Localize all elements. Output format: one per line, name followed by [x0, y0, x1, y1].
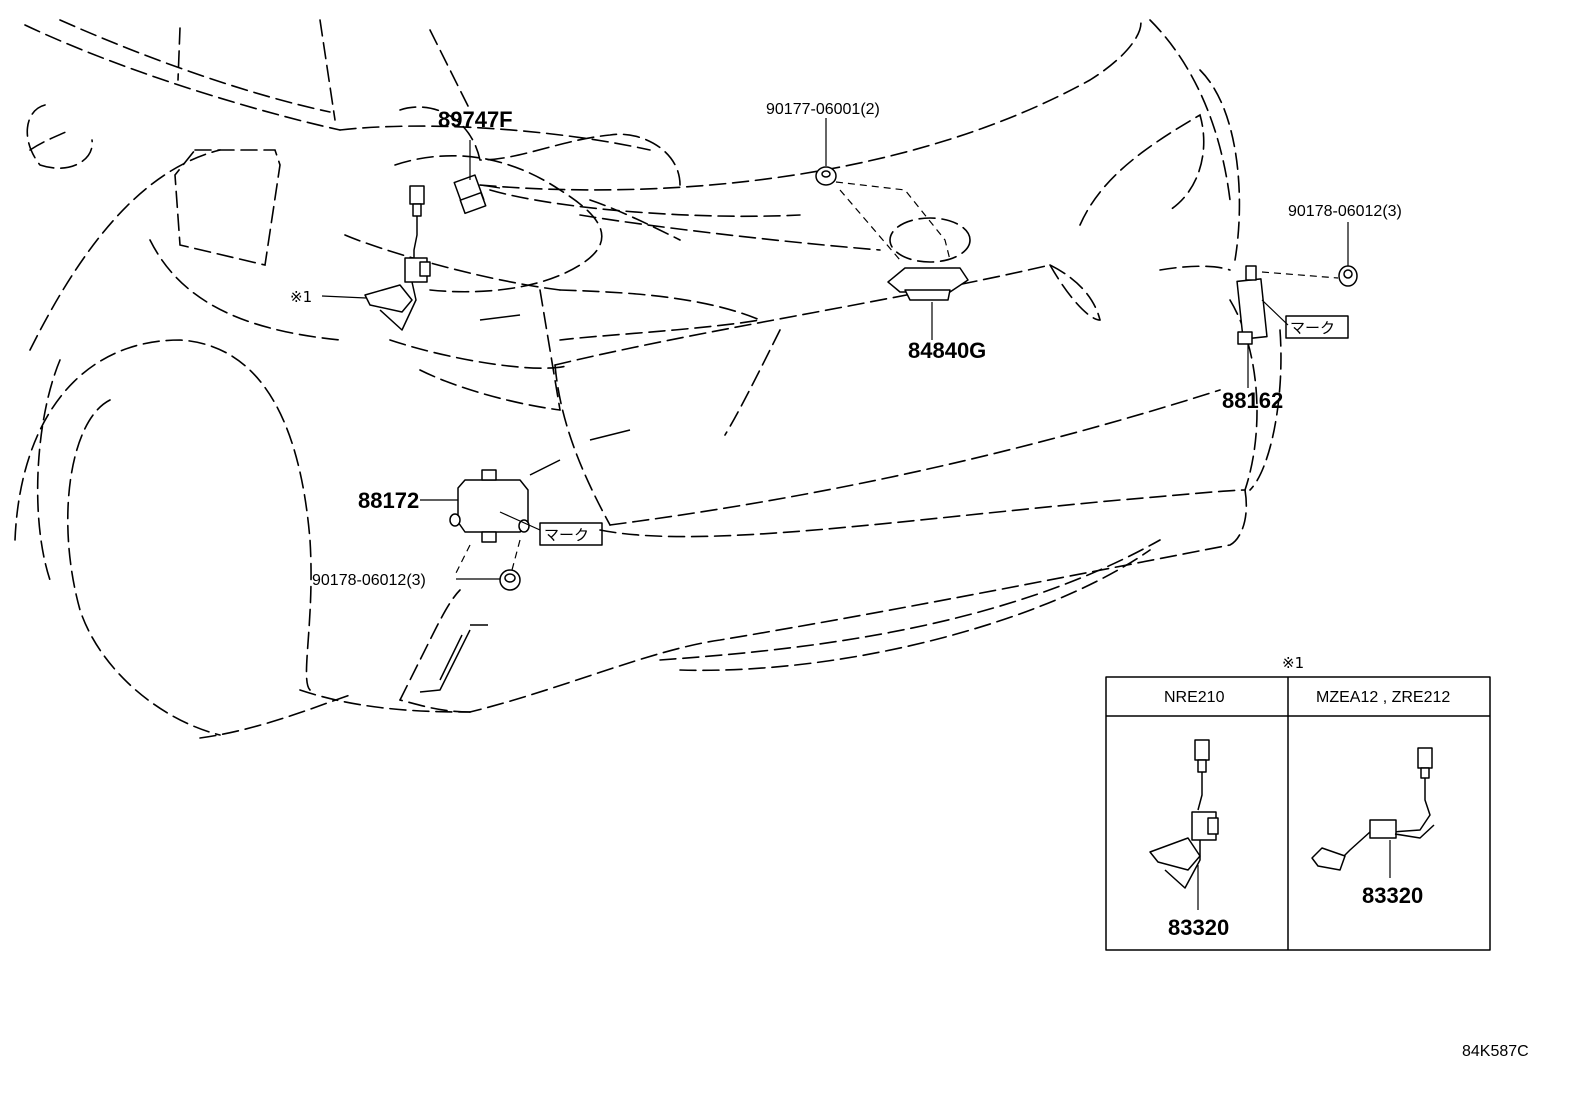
- inset-col1-head: NRE210: [1164, 689, 1225, 706]
- diagram-code: 84K587C: [1462, 1043, 1529, 1060]
- mark-box-left: [539, 522, 603, 546]
- label-ref1-note: ※1: [290, 288, 312, 306]
- harness-ref1-drawing: [321, 185, 431, 331]
- label-90178-06012-left: 90178-06012(3): [312, 572, 426, 589]
- part-84840G-drawing: [887, 217, 971, 340]
- label-84840G: 84840G: [908, 338, 986, 363]
- label-90177-06001: 90177-06001(2): [766, 101, 880, 118]
- part-90177-clip-drawing: [815, 118, 951, 261]
- mark-label-right: マーク: [1290, 319, 1335, 337]
- label-90178-06012-right: 90178-06012(3): [1288, 203, 1402, 220]
- label-88162: 88162: [1222, 388, 1283, 413]
- inset-col1-part: 83320: [1168, 915, 1229, 940]
- label-88172: 88172: [358, 488, 419, 513]
- part-88172-drawing: [420, 469, 541, 591]
- vehicle-body-outline: [14, 17, 1282, 739]
- part-88162-drawing: [1236, 222, 1358, 388]
- inset-col2-head: MZEA12 , ZRE212: [1316, 689, 1450, 706]
- inset-ref-note: ※1: [1282, 654, 1304, 672]
- inset-col2-part: 83320: [1362, 883, 1423, 908]
- label-89747F: 89747F: [438, 107, 513, 132]
- part-89747F-drawing: [453, 140, 501, 215]
- mark-label-left: マーク: [544, 526, 589, 544]
- mark-box-right: [1285, 315, 1349, 339]
- inset-table: ※1 NRE210 MZEA12 , ZRE212 83320 83320: [1105, 654, 1491, 951]
